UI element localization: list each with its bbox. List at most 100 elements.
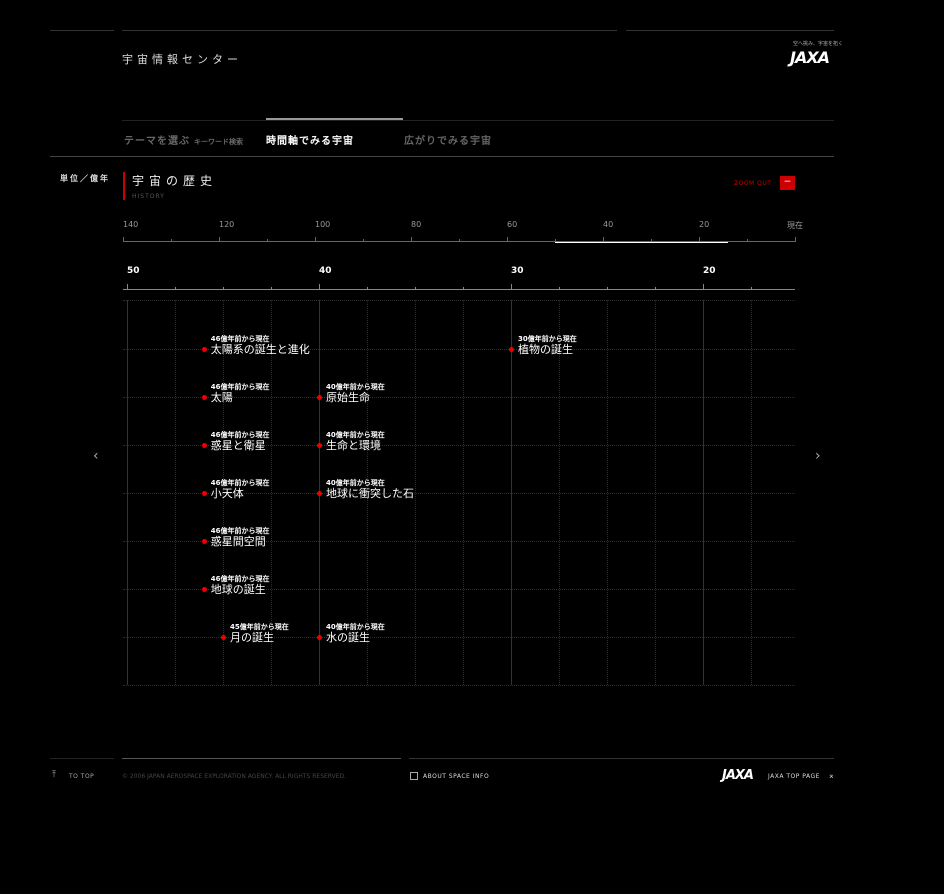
tab-theme-label: テーマを選ぶ — [124, 136, 190, 147]
overview-tick — [363, 239, 364, 242]
overview-axis-line — [123, 241, 795, 242]
grid-line-minor — [175, 300, 176, 685]
event-marker-icon — [317, 443, 322, 448]
footer-jaxa-logo[interactable]: JAXA — [722, 768, 754, 783]
external-arrow-icon[interactable]: ⌅ — [828, 771, 835, 780]
tab-scale[interactable]: 広がりでみる宇宙 — [404, 136, 492, 147]
footer-rule-main — [122, 758, 401, 759]
to-top-icon[interactable]: ⤒ — [52, 770, 56, 780]
event-range: 45億年前から現在 — [230, 623, 289, 631]
nav-rule-top — [122, 120, 834, 121]
footer-rule-right — [409, 758, 834, 759]
grid-line-row — [123, 493, 795, 494]
copyright: © 2006 JAPAN AEROSPACE EXPLORATION AGENC… — [122, 773, 347, 780]
overview-tick — [603, 237, 604, 242]
event-title[interactable]: 原始生命 — [326, 391, 370, 404]
event-range: 46億年前から現在 — [210, 479, 270, 487]
event-title[interactable]: 植物の誕生 — [518, 343, 573, 356]
event-title[interactable]: 地球の誕生 — [210, 583, 266, 596]
overview-tick — [315, 237, 316, 242]
grid-line-major — [703, 300, 704, 685]
about-space-info-link[interactable]: ABOUT SPACE INFO — [423, 773, 490, 780]
grid-line-minor — [559, 300, 560, 685]
next-arrow-icon[interactable]: › — [815, 448, 821, 464]
event-marker-icon — [201, 395, 207, 400]
overview-tick — [555, 239, 556, 242]
overview-tick — [747, 239, 748, 242]
event-marker-icon — [317, 635, 322, 640]
grid-line-top — [123, 300, 795, 301]
overview-tick-label: 20 — [699, 220, 710, 229]
overview-tick-label: 100 — [315, 220, 331, 229]
event-range: 40億年前から現在 — [326, 623, 385, 631]
main-tick — [703, 284, 704, 290]
grid-line-row — [123, 541, 795, 542]
grid-line-minor — [607, 300, 608, 685]
event-marker-icon — [317, 491, 322, 496]
grid-line-bottom — [123, 685, 795, 686]
prev-arrow-icon[interactable]: ‹ — [93, 448, 99, 464]
grid-line-minor — [271, 300, 272, 685]
event-title[interactable]: 太陽系の誕生と進化 — [210, 343, 310, 356]
jaxa-top-page-link[interactable]: JAXA TOP PAGE — [768, 773, 820, 780]
main-tick — [655, 287, 656, 290]
section-subtitle: HISTORY — [132, 193, 165, 200]
event-title[interactable]: 惑星と衛星 — [210, 439, 266, 452]
header-rule-left — [50, 30, 114, 31]
overview-tick-label: 80 — [411, 220, 422, 229]
main-tick — [511, 284, 512, 290]
about-plus-icon[interactable] — [410, 772, 418, 780]
grid-line-row — [123, 589, 795, 590]
main-tick-label: 50 — [127, 266, 140, 276]
main-tick — [127, 284, 128, 290]
grid-line-major — [511, 300, 512, 685]
zoom-out-button[interactable]: − — [780, 176, 795, 190]
overview-tick-label: 40 — [603, 220, 614, 229]
event-marker-icon — [201, 491, 207, 496]
event-marker-icon — [221, 635, 226, 640]
event-title[interactable]: 生命と環境 — [326, 439, 381, 452]
jaxa-logo[interactable]: JAXA — [790, 48, 830, 67]
grid-line-minor — [751, 300, 752, 685]
event-range: 30億年前から現在 — [518, 335, 577, 343]
event-marker-icon — [509, 347, 514, 352]
main-tick — [607, 287, 608, 290]
tab-timeline[interactable]: 時間軸でみる宇宙 — [266, 136, 354, 147]
main-tick — [319, 284, 320, 290]
event-title[interactable]: 惑星間空間 — [210, 535, 266, 548]
header-rule-right — [626, 30, 834, 31]
main-tick — [559, 287, 560, 290]
event-title[interactable]: 太陽 — [210, 391, 233, 404]
site-title[interactable]: 宇宙情報センター — [122, 53, 242, 66]
overview-tick — [123, 237, 124, 242]
section-title: 宇宙の歴史 — [132, 174, 218, 188]
grid-line-row — [123, 349, 795, 350]
overview-tick — [651, 239, 652, 242]
event-range: 46億年前から現在 — [210, 335, 270, 343]
logo-tagline: 空へ挑み、宇宙を拓く — [793, 41, 844, 47]
event-range: 40億年前から現在 — [326, 479, 385, 487]
overview-tick-label: 120 — [219, 220, 235, 229]
main-tick — [415, 287, 416, 290]
overview-tick — [411, 237, 412, 242]
overview-tick — [459, 239, 460, 242]
tab-theme[interactable]: テーマを選ぶキーワード検索 — [124, 132, 243, 147]
event-title[interactable]: 月の誕生 — [230, 631, 274, 644]
event-title[interactable]: 水の誕生 — [326, 631, 370, 644]
event-range: 46億年前から現在 — [210, 383, 270, 391]
section-accent-bar — [123, 172, 125, 200]
event-marker-icon — [201, 443, 207, 448]
main-tick — [223, 287, 224, 290]
tab-keyword-search[interactable]: キーワード検索 — [194, 138, 243, 146]
event-title[interactable]: 小天体 — [210, 487, 244, 500]
event-title[interactable]: 地球に衝突した石 — [326, 487, 414, 500]
to-top-link[interactable]: TO TOP — [69, 773, 95, 780]
grid-line-major — [127, 300, 128, 685]
grid-line-row — [123, 445, 795, 446]
overview-visible-window — [555, 241, 728, 243]
grid-line-minor — [367, 300, 368, 685]
main-tick-label: 30 — [511, 266, 524, 276]
zoom-out-label[interactable]: ZOOM OUT — [734, 180, 772, 187]
event-range: 40億年前から現在 — [326, 383, 385, 391]
event-marker-icon — [201, 347, 207, 352]
